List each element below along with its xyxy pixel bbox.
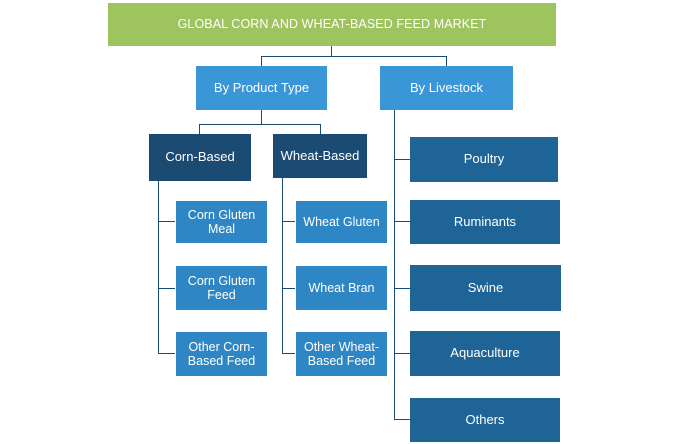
connector-wheat-branch-3 — [282, 353, 295, 354]
connector-corn-branch-3 — [158, 353, 175, 354]
corn-gluten-meal-node: Corn Gluten Meal — [175, 200, 268, 244]
wheat-based-node: Wheat-Based — [273, 134, 367, 178]
connector-corn-branch-1 — [158, 221, 175, 222]
connector-level2-bus — [199, 124, 320, 125]
connector-livestock-branch-5 — [394, 419, 410, 420]
connector-livestock-branch-1 — [394, 159, 410, 160]
diagram-title: GLOBAL CORN AND WHEAT-BASED FEED MARKET — [108, 3, 556, 46]
connector-to-product-type — [261, 56, 262, 66]
corn-gluten-feed-node: Corn Gluten Feed — [175, 265, 268, 311]
connector-wheat-branch-1 — [282, 221, 295, 222]
corn-based-node: Corn-Based — [149, 134, 251, 181]
connector-product-type-down — [261, 110, 262, 124]
connector-title-down — [331, 46, 332, 56]
poultry-node: Poultry — [410, 137, 558, 182]
connector-corn-trunk — [158, 181, 159, 354]
by-livestock-node: By Livestock — [380, 66, 513, 110]
other-wheat-based-feed-node: Other Wheat-Based Feed — [295, 331, 388, 377]
aquaculture-node: Aquaculture — [410, 331, 560, 376]
wheat-gluten-node: Wheat Gluten — [295, 200, 388, 244]
connector-wheat-branch-2 — [282, 288, 295, 289]
connector-livestock-branch-2 — [394, 221, 410, 222]
connector-to-wheat-based — [320, 124, 321, 134]
connector-to-corn-based — [199, 124, 200, 134]
connector-livestock-trunk — [394, 110, 395, 420]
other-corn-based-feed-node: Other Corn-Based Feed — [175, 331, 268, 377]
connector-livestock-branch-3 — [394, 288, 410, 289]
connector-livestock-branch-4 — [394, 353, 410, 354]
ruminants-node: Ruminants — [410, 200, 560, 244]
wheat-bran-node: Wheat Bran — [295, 265, 388, 311]
by-product-type-node: By Product Type — [196, 66, 327, 110]
swine-node: Swine — [410, 265, 561, 311]
connector-corn-branch-2 — [158, 288, 175, 289]
connector-to-livestock — [446, 56, 447, 66]
others-node: Others — [410, 398, 560, 442]
connector-level1-bus — [261, 56, 447, 57]
connector-wheat-trunk — [282, 178, 283, 354]
